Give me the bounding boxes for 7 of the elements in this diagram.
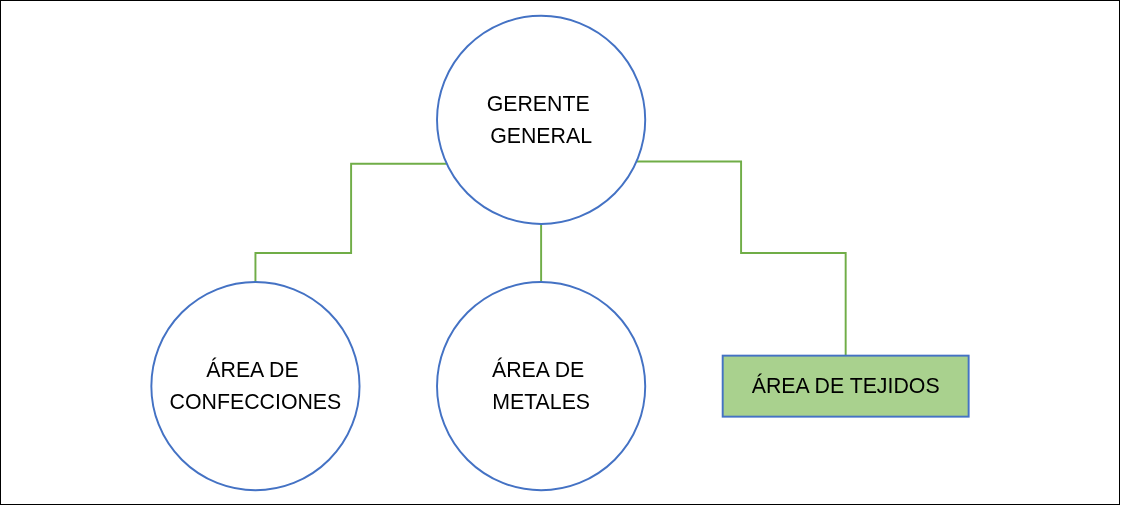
connector	[254, 162, 448, 283]
connector	[635, 160, 847, 357]
connector	[540, 222, 543, 283]
node-circle: ÁREA DE CONFECCIONES	[150, 280, 361, 491]
node-circle: ÁREA DE METALES	[436, 280, 647, 491]
node-circle: GERENTE GENERAL	[436, 14, 647, 225]
node-box: ÁREA DE TEJIDOS	[721, 354, 970, 418]
